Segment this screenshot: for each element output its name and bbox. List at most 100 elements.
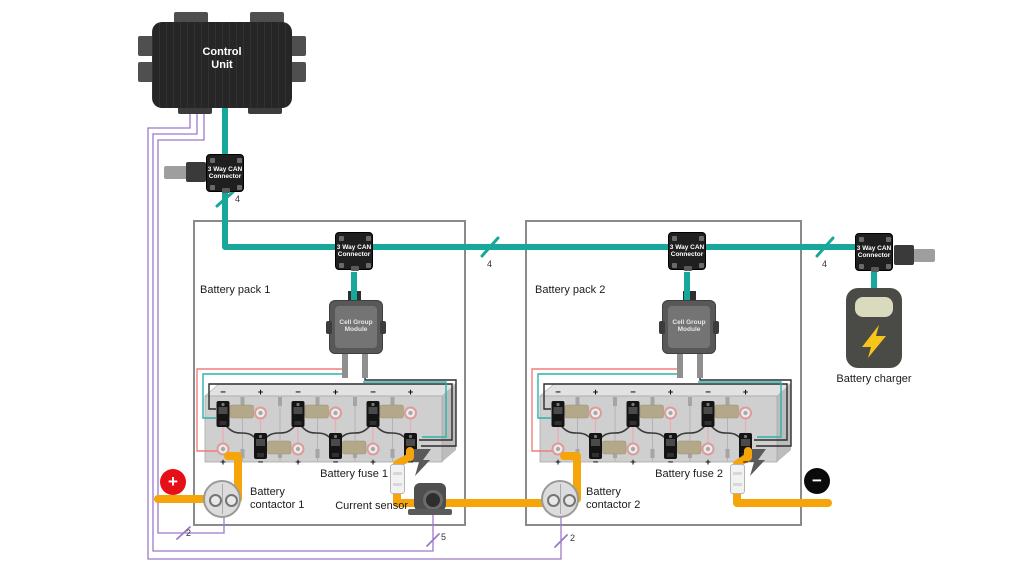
cell-sign-top: −	[555, 387, 561, 398]
ring-terminal	[404, 406, 417, 420]
sense-wire-teal-right	[363, 381, 447, 438]
signal-wire-contactor-2	[147, 112, 562, 560]
can-connector-1: 3 Way CAN Connector	[206, 154, 244, 193]
cell-tap-module	[664, 433, 677, 459]
signal-wire-current-sensor	[152, 112, 434, 552]
can-connector-4: 3 Way CAN Connector	[855, 233, 893, 272]
charger-label: Battery charger	[836, 373, 912, 385]
ring-terminal	[626, 442, 640, 456]
sense-wire-black-loop	[208, 383, 453, 441]
signal-wires	[147, 112, 562, 560]
can-terminator-plug	[894, 245, 914, 265]
current-sensor-aperture	[423, 490, 443, 510]
cell-sign-bottom: +	[555, 457, 561, 468]
sense-wire-teal-left	[537, 373, 682, 419]
can-terminator-plug	[186, 162, 206, 182]
cell-sign-top: +	[332, 387, 339, 398]
cell-tap-module	[216, 401, 230, 427]
pack-2-label: Battery pack 2	[535, 284, 606, 296]
cell-sign-top: −	[220, 387, 226, 398]
control-unit: Control Unit	[152, 22, 292, 108]
current-sensor	[414, 483, 446, 511]
wire-count-contactor-2: 2	[570, 533, 576, 543]
cell-tap-module	[589, 433, 602, 459]
cell-tap-module	[366, 401, 380, 427]
contactor-terminal	[209, 494, 222, 507]
control-unit-foot	[248, 106, 282, 114]
cell-sign-bottom: +	[220, 457, 226, 468]
cell-sign-bottom: −	[332, 457, 339, 468]
cell-sign-bottom: +	[295, 457, 301, 468]
contactor-1-label: Battery contactor 1	[250, 486, 305, 511]
battery-contactor-2	[541, 480, 579, 518]
cell-sign-bottom: −	[667, 457, 674, 468]
cell-tap-module	[291, 401, 305, 427]
cgm-label: Cell Group	[672, 319, 706, 326]
ring-terminal	[701, 442, 715, 456]
battery-fuse-1	[390, 464, 405, 494]
control-unit-fin	[290, 62, 306, 82]
control-unit-label: Control Unit	[202, 46, 242, 71]
sense-wire-black	[364, 377, 457, 447]
ring-terminal	[291, 442, 305, 456]
contactor-terminal	[225, 494, 238, 507]
cell-sign-bottom: +	[705, 457, 711, 468]
current-sensor-label: Current sensor	[335, 500, 408, 512]
wire-count-slashes	[176, 190, 835, 548]
can-connector-3: 3 Way CAN Connector	[668, 232, 706, 271]
sense-wires-pack-1	[196, 368, 457, 452]
sense-wire-red	[196, 368, 345, 452]
cell-group-module-2: Cell Group Module	[659, 300, 719, 354]
contactor-terminal	[563, 494, 576, 507]
cell-tap-module	[551, 401, 565, 427]
cell-sign-bottom: +	[630, 457, 636, 468]
can-connector-label: 3 Way CAN	[336, 244, 372, 251]
can-bus-wires	[222, 106, 877, 302]
can-connector-label: 3 Way CAN	[207, 166, 243, 173]
ring-terminal	[551, 442, 565, 456]
sense-wire-black-loop	[543, 383, 788, 441]
battery-pack-2-box	[525, 220, 802, 526]
current-sensor-base	[408, 509, 452, 515]
cell-sign-top: −	[370, 387, 376, 398]
ring-terminal	[216, 442, 230, 456]
cell-sign-bottom: −	[407, 457, 414, 468]
ring-terminal	[254, 406, 267, 420]
cell-sign-bottom: −	[742, 457, 749, 468]
signal-wire-contactor-1	[157, 112, 225, 534]
ring-terminal	[329, 406, 342, 420]
control-unit-foot	[178, 106, 212, 114]
wire-count-can-2: 4	[487, 259, 493, 269]
cell-sign-top: −	[630, 387, 636, 398]
can-terminator-plug	[164, 166, 188, 179]
wire-count-current-sensor: 5	[441, 532, 447, 542]
battery-pack-1-box	[193, 220, 466, 526]
cell-tap-module	[701, 401, 715, 427]
cell-sign-top: +	[257, 387, 264, 398]
can-connector-2: 3 Way CAN Connector	[335, 232, 373, 271]
cell-sign-bottom: −	[592, 457, 599, 468]
sense-wires-pack-2	[531, 368, 792, 452]
lightning-bolt-icon	[862, 325, 886, 358]
ring-terminal	[589, 406, 602, 420]
wire-count-contactor-1: 2	[186, 528, 192, 538]
contactor-terminal	[547, 494, 560, 507]
cell-tap-module	[329, 433, 342, 459]
can-connector-label: 3 Way CAN	[669, 244, 705, 251]
control-unit-fin	[250, 12, 284, 24]
fuse-1-label: Battery fuse 1	[320, 468, 388, 480]
can-bus-trunk	[222, 106, 874, 250]
sense-wire-teal-right	[698, 381, 782, 438]
cell-sign-top: +	[667, 387, 674, 398]
battery-fuse-2	[730, 464, 745, 494]
cell-sign-top: +	[407, 387, 414, 398]
can-connector-label: 3 Way CAN	[856, 245, 892, 252]
pack-1-label: Battery pack 1	[200, 284, 271, 296]
ring-terminal	[366, 442, 380, 456]
cell-tap-module	[626, 401, 640, 427]
cell-sign-top: +	[742, 387, 749, 398]
ring-terminal	[664, 406, 677, 420]
fuse-2-label: Battery fuse 2	[655, 468, 723, 480]
control-unit-fin	[138, 36, 154, 56]
